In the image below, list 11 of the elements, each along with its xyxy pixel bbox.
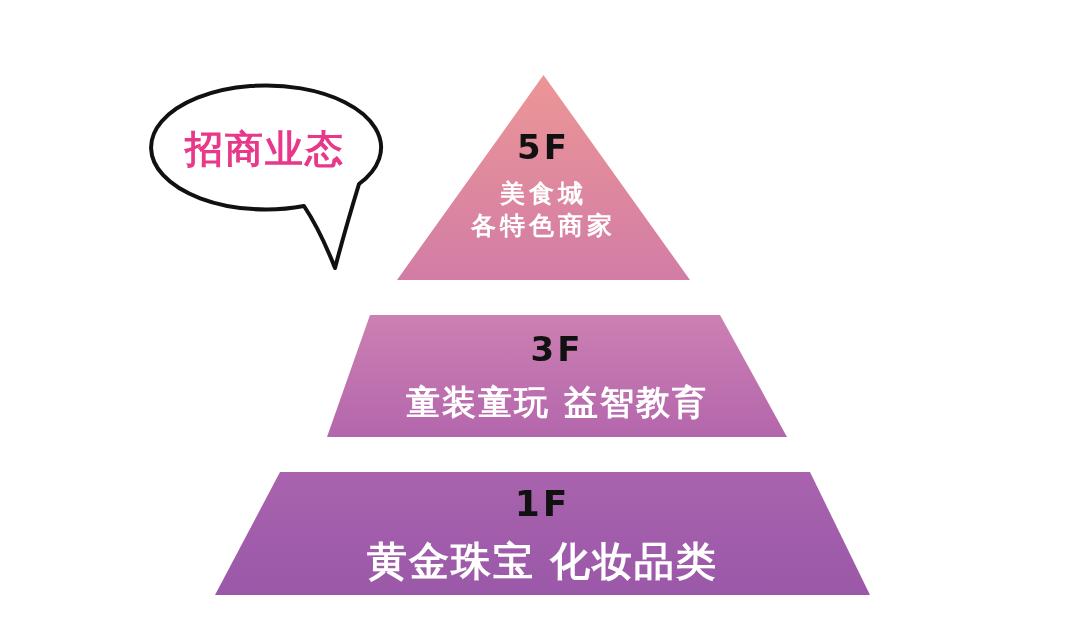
floor-label: 1F [514, 482, 571, 526]
floor-label: 3F [530, 329, 584, 370]
pyramid-tier [215, 472, 870, 595]
category-text: 美食城 [500, 177, 587, 210]
floor-label: 5F [517, 127, 570, 168]
category-text: 各特色商家 [471, 210, 616, 243]
category-text: 黄金珠宝 化妆品类 [366, 537, 719, 587]
pyramid-tier [327, 315, 787, 437]
category-text: 童装童玩 益智教育 [406, 380, 708, 424]
pyramid-tier [397, 75, 690, 280]
bubble-text: 招商业态 [185, 125, 345, 173]
